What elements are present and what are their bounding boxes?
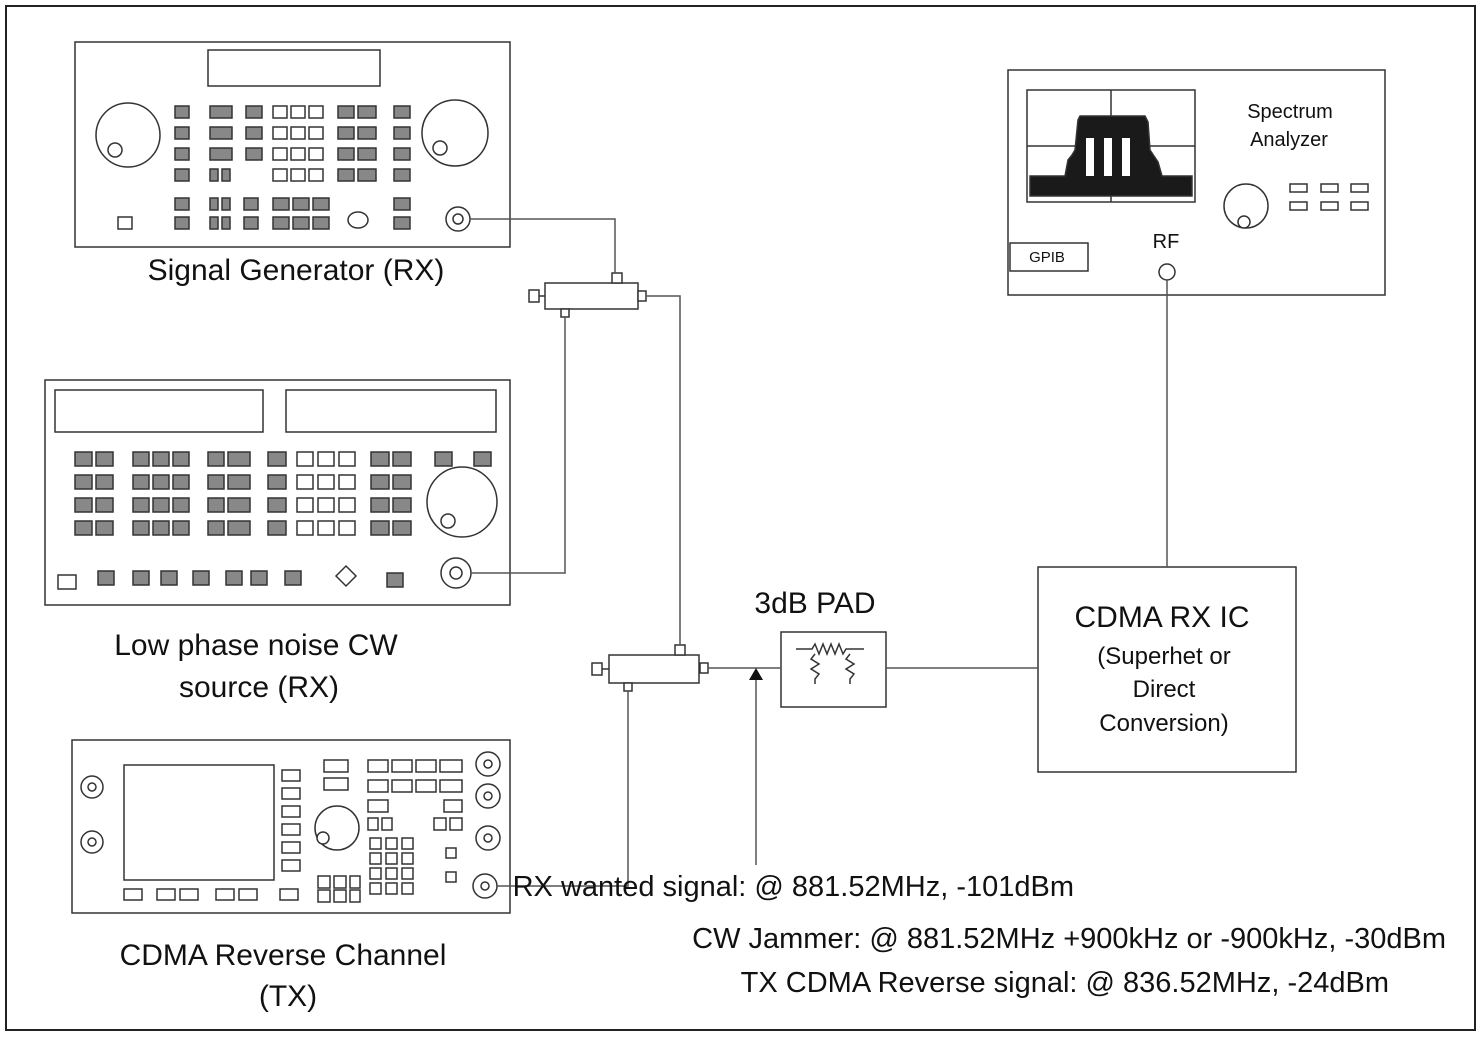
lower-combiner (591, 644, 709, 692)
rx-ic-subtitle-line2: Direct (1133, 676, 1196, 703)
jammer-signal-note: CW Jammer: @ 881.52MHz +900kHz or -900kH… (692, 923, 1446, 955)
rx-ic-box (1037, 566, 1297, 773)
rx-ic-subtitle-line3: Conversion) (1099, 710, 1228, 737)
signal-generator-label: Signal Generator (RX) (148, 254, 445, 287)
tx-reverse-signal-note: TX CDMA Reverse signal: @ 836.52MHz, -24… (741, 967, 1389, 999)
cable-combiner-to-combiner (646, 295, 681, 645)
signal-generator-instrument (74, 41, 511, 248)
rf-port-label: RF (1153, 231, 1180, 253)
spectrum-analyzer-title-line1: Spectrum (1247, 101, 1333, 123)
spectrum-analyzer-instrument (1007, 69, 1386, 296)
cdma-reverse-label-line1: CDMA Reverse Channel (120, 939, 447, 972)
upper-combiner (528, 272, 647, 318)
cw-source-label-line2: source (RX) (179, 671, 339, 704)
cw-source-instrument (44, 379, 511, 606)
rx-ic-title: CDMA RX IC (1074, 601, 1249, 634)
cable-cw-to-combiner (471, 317, 566, 574)
cw-source-label-line1: Low phase noise CW (114, 629, 398, 662)
cdma-reverse-instrument (71, 739, 511, 914)
cdma-reverse-label-line2: (TX) (259, 980, 317, 1013)
wanted-signal-note: RX wanted signal: @ 881.52MHz, -101dBm (513, 871, 1074, 903)
attenuator-pad (780, 631, 887, 708)
pad-label: 3dB PAD (754, 587, 875, 620)
rx-ic-subtitle-line1: (Superhet or (1097, 643, 1230, 670)
cable-cdma-to-combiner (497, 691, 629, 887)
gpib-port-label: GPIB (1029, 249, 1065, 266)
spectrum-analyzer-title-line2: Analyzer (1250, 129, 1328, 151)
signal-pointer-arrow (749, 668, 763, 680)
outer-frame (5, 5, 1476, 1031)
cables (470, 218, 1168, 887)
cable-siggen-to-combiner (470, 218, 616, 273)
